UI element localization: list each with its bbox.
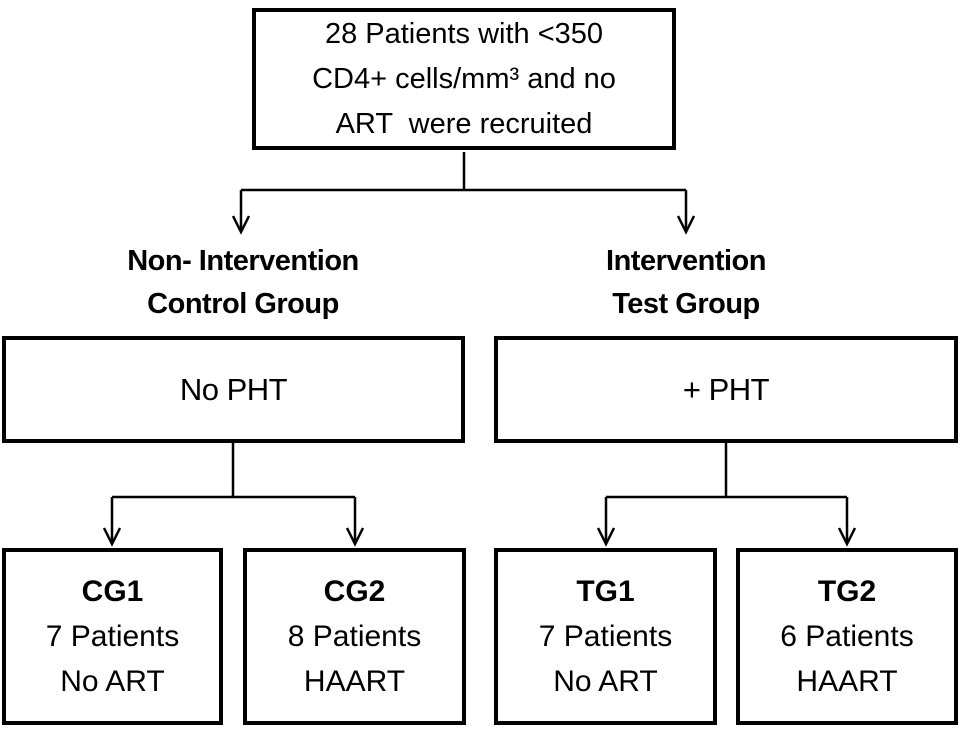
arrowhead-cg2: [345, 527, 365, 547]
leaf-id: CG2: [323, 575, 386, 608]
leaf-box-cg2: CG2 8 Patients HAART: [243, 548, 466, 725]
leaf-treatment: HAART: [796, 665, 898, 698]
leaf-patients: 7 Patients: [538, 620, 673, 653]
control-group-label-line: Control Group: [147, 288, 339, 320]
test-group-label-line: Intervention: [606, 245, 766, 277]
arrowhead-tg2: [837, 527, 857, 547]
arrowhead-left-branch: [231, 215, 251, 235]
leaf-patients: 8 Patients: [287, 620, 422, 653]
leaf-patients: 7 Patients: [45, 620, 180, 653]
connector-control-split: [102, 443, 365, 547]
leaf-box-tg1: TG1 7 Patients No ART: [494, 548, 717, 725]
connector-root-split: [231, 152, 696, 235]
control-group-label: Non- Intervention Control Group: [63, 240, 423, 326]
root-box-line: CD4+ cells/mm³ and no: [312, 62, 616, 95]
leaf-patients: 6 Patients: [780, 620, 914, 653]
control-group-label-line: Non- Intervention: [127, 245, 359, 277]
leaf-box-tg2: TG2 6 Patients HAART: [736, 548, 958, 725]
arrowhead-right-branch: [676, 215, 696, 235]
test-group-label: Intervention Test Group: [506, 240, 866, 326]
plus-pht-label: + PHT: [682, 371, 770, 407]
leaf-treatment: HAART: [303, 665, 406, 698]
connector-test-split: [596, 443, 857, 547]
root-recruitment-box: 28 Patients with <350 CD4+ cells/mm³ and…: [252, 8, 676, 150]
root-box-line: ART were recruited: [335, 107, 593, 140]
root-box-line: 28 Patients with <350: [324, 17, 604, 50]
leaf-id: CG1: [81, 575, 144, 608]
no-pht-box: No PHT: [2, 336, 465, 443]
leaf-id: TG1: [576, 575, 635, 608]
leaf-id: TG2: [817, 575, 877, 608]
arrowhead-tg1: [596, 527, 616, 547]
leaf-treatment: No ART: [60, 665, 165, 698]
no-pht-label: No PHT: [179, 371, 288, 407]
test-group-label-line: Test Group: [612, 288, 760, 320]
plus-pht-box: + PHT: [494, 336, 958, 443]
arrowhead-cg1: [102, 527, 122, 547]
leaf-treatment: No ART: [553, 665, 658, 698]
leaf-box-cg1: CG1 7 Patients No ART: [2, 548, 223, 725]
